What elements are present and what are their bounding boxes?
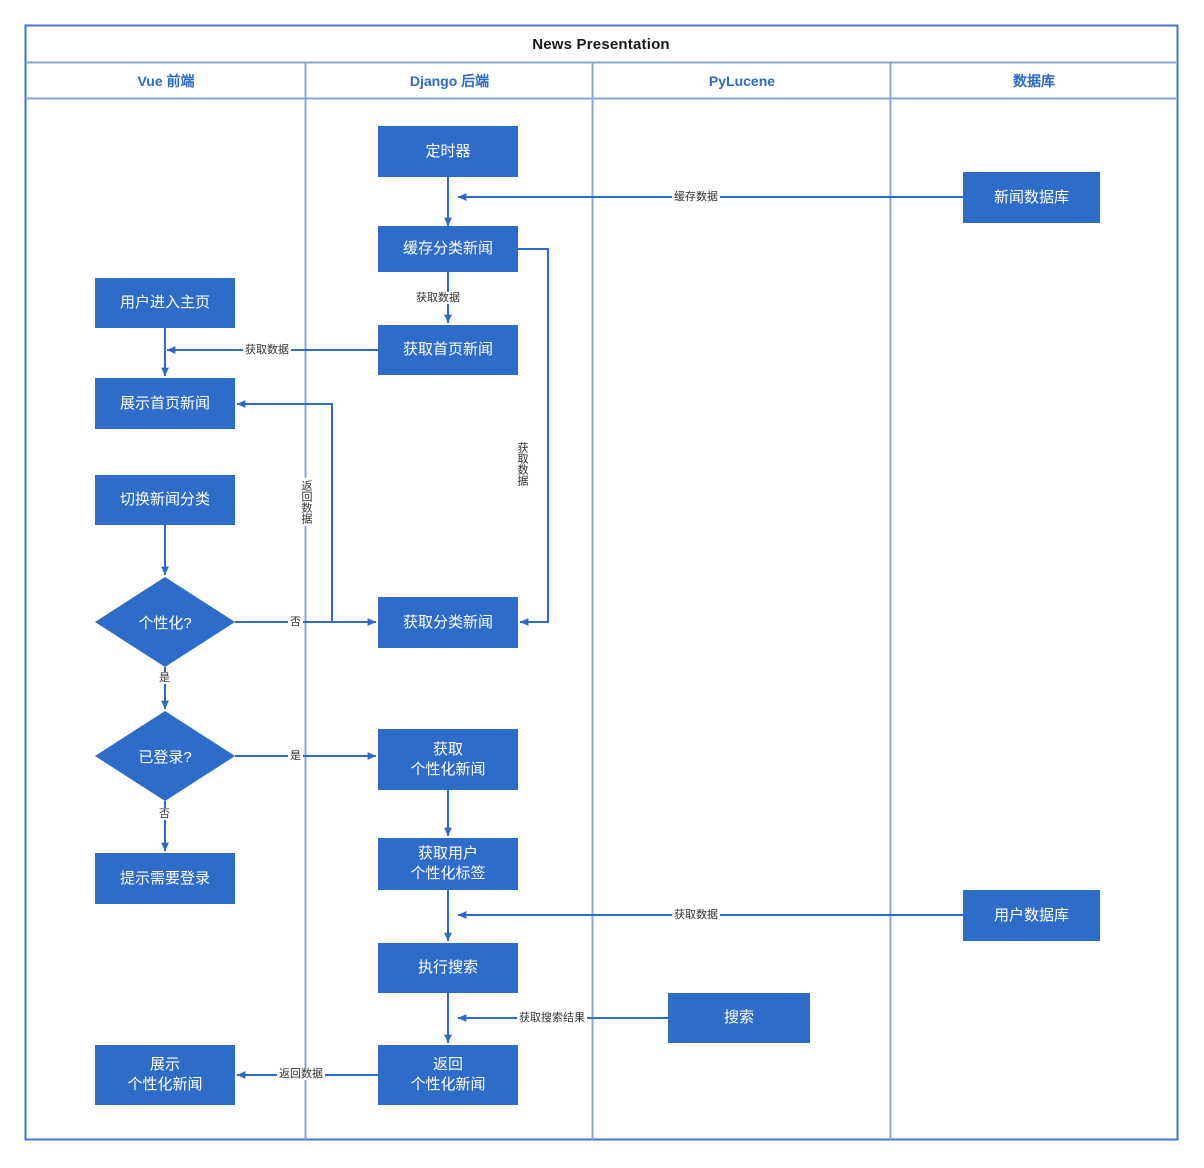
node-search[interactable]: 搜索 [668, 993, 810, 1043]
node-decision-is-personal[interactable]: 个性化? [95, 577, 235, 667]
node-switch-category[interactable]: 切换新闻分类 [95, 475, 235, 525]
lane-header-database: 数据库 [1013, 73, 1055, 89]
node-prompt-need-login[interactable]: 提示需要登录 [95, 853, 235, 904]
decision-is-personal-label: 个性化? [138, 614, 192, 632]
pool-title: News Presentation [532, 35, 670, 53]
edge-label-no-personal: 否 [288, 616, 303, 628]
edge-cache-to-fetchcat [518, 248, 549, 626]
node-fetch-category-news[interactable]: 获取分类新闻 [378, 597, 518, 648]
swimlane-frame [24, 24, 1179, 1141]
node-execute-search[interactable]: 执行搜索 [378, 943, 518, 993]
edge-label-fetch-data-home: 获取数据 [243, 344, 291, 356]
node-return-personalized-news[interactable]: 返回 个性化新闻 [378, 1045, 518, 1105]
node-user-database[interactable]: 用户数据库 [963, 890, 1100, 941]
node-decision-is-logged-in[interactable]: 已登录? [95, 711, 235, 801]
edge-label-fetch-data-category: 获取数据 [516, 440, 528, 488]
edge-label-yes-personal: 是 [157, 672, 172, 684]
node-timer[interactable]: 定时器 [378, 126, 518, 177]
decision-is-logged-in-label: 已登录? [138, 748, 192, 766]
node-show-home-news[interactable]: 展示首页新闻 [95, 378, 235, 429]
edge-label-cache-data: 缓存数据 [672, 191, 720, 203]
edge-label-fetch-data-userdb: 获取数据 [672, 909, 720, 921]
decision-is-personal-shape [95, 577, 235, 667]
edge-label-fetch-search-results: 获取搜索结果 [517, 1012, 587, 1024]
node-news-database[interactable]: 新闻数据库 [963, 172, 1100, 223]
edge-label-fetch-data-cache-home: 获取数据 [414, 292, 462, 304]
edge-label-return-data-category: 返回数据 [300, 478, 312, 526]
edge-fetchcat-to-showhome [236, 400, 333, 622]
edge-label-return-data-personalized: 返回数据 [277, 1068, 325, 1080]
edge-label-yes-logged-in: 是 [288, 750, 303, 762]
lane-header-django: Django 后端 [409, 73, 490, 89]
lane-header-pylucene: PyLucene [708, 73, 776, 89]
node-user-enter-home[interactable]: 用户进入主页 [95, 278, 235, 328]
node-fetch-personalized-news[interactable]: 获取 个性化新闻 [378, 729, 518, 790]
node-fetch-home-news[interactable]: 获取首页新闻 [378, 325, 518, 375]
edge-label-no-logged-in: 否 [157, 808, 172, 820]
node-fetch-user-tags[interactable]: 获取用户 个性化标签 [378, 838, 518, 890]
decision-is-logged-shape [95, 711, 235, 801]
node-cache-category-news[interactable]: 缓存分类新闻 [378, 226, 518, 272]
node-show-personalized-news[interactable]: 展示 个性化新闻 [95, 1045, 235, 1105]
lane-header-vue: Vue 前端 [137, 73, 195, 89]
